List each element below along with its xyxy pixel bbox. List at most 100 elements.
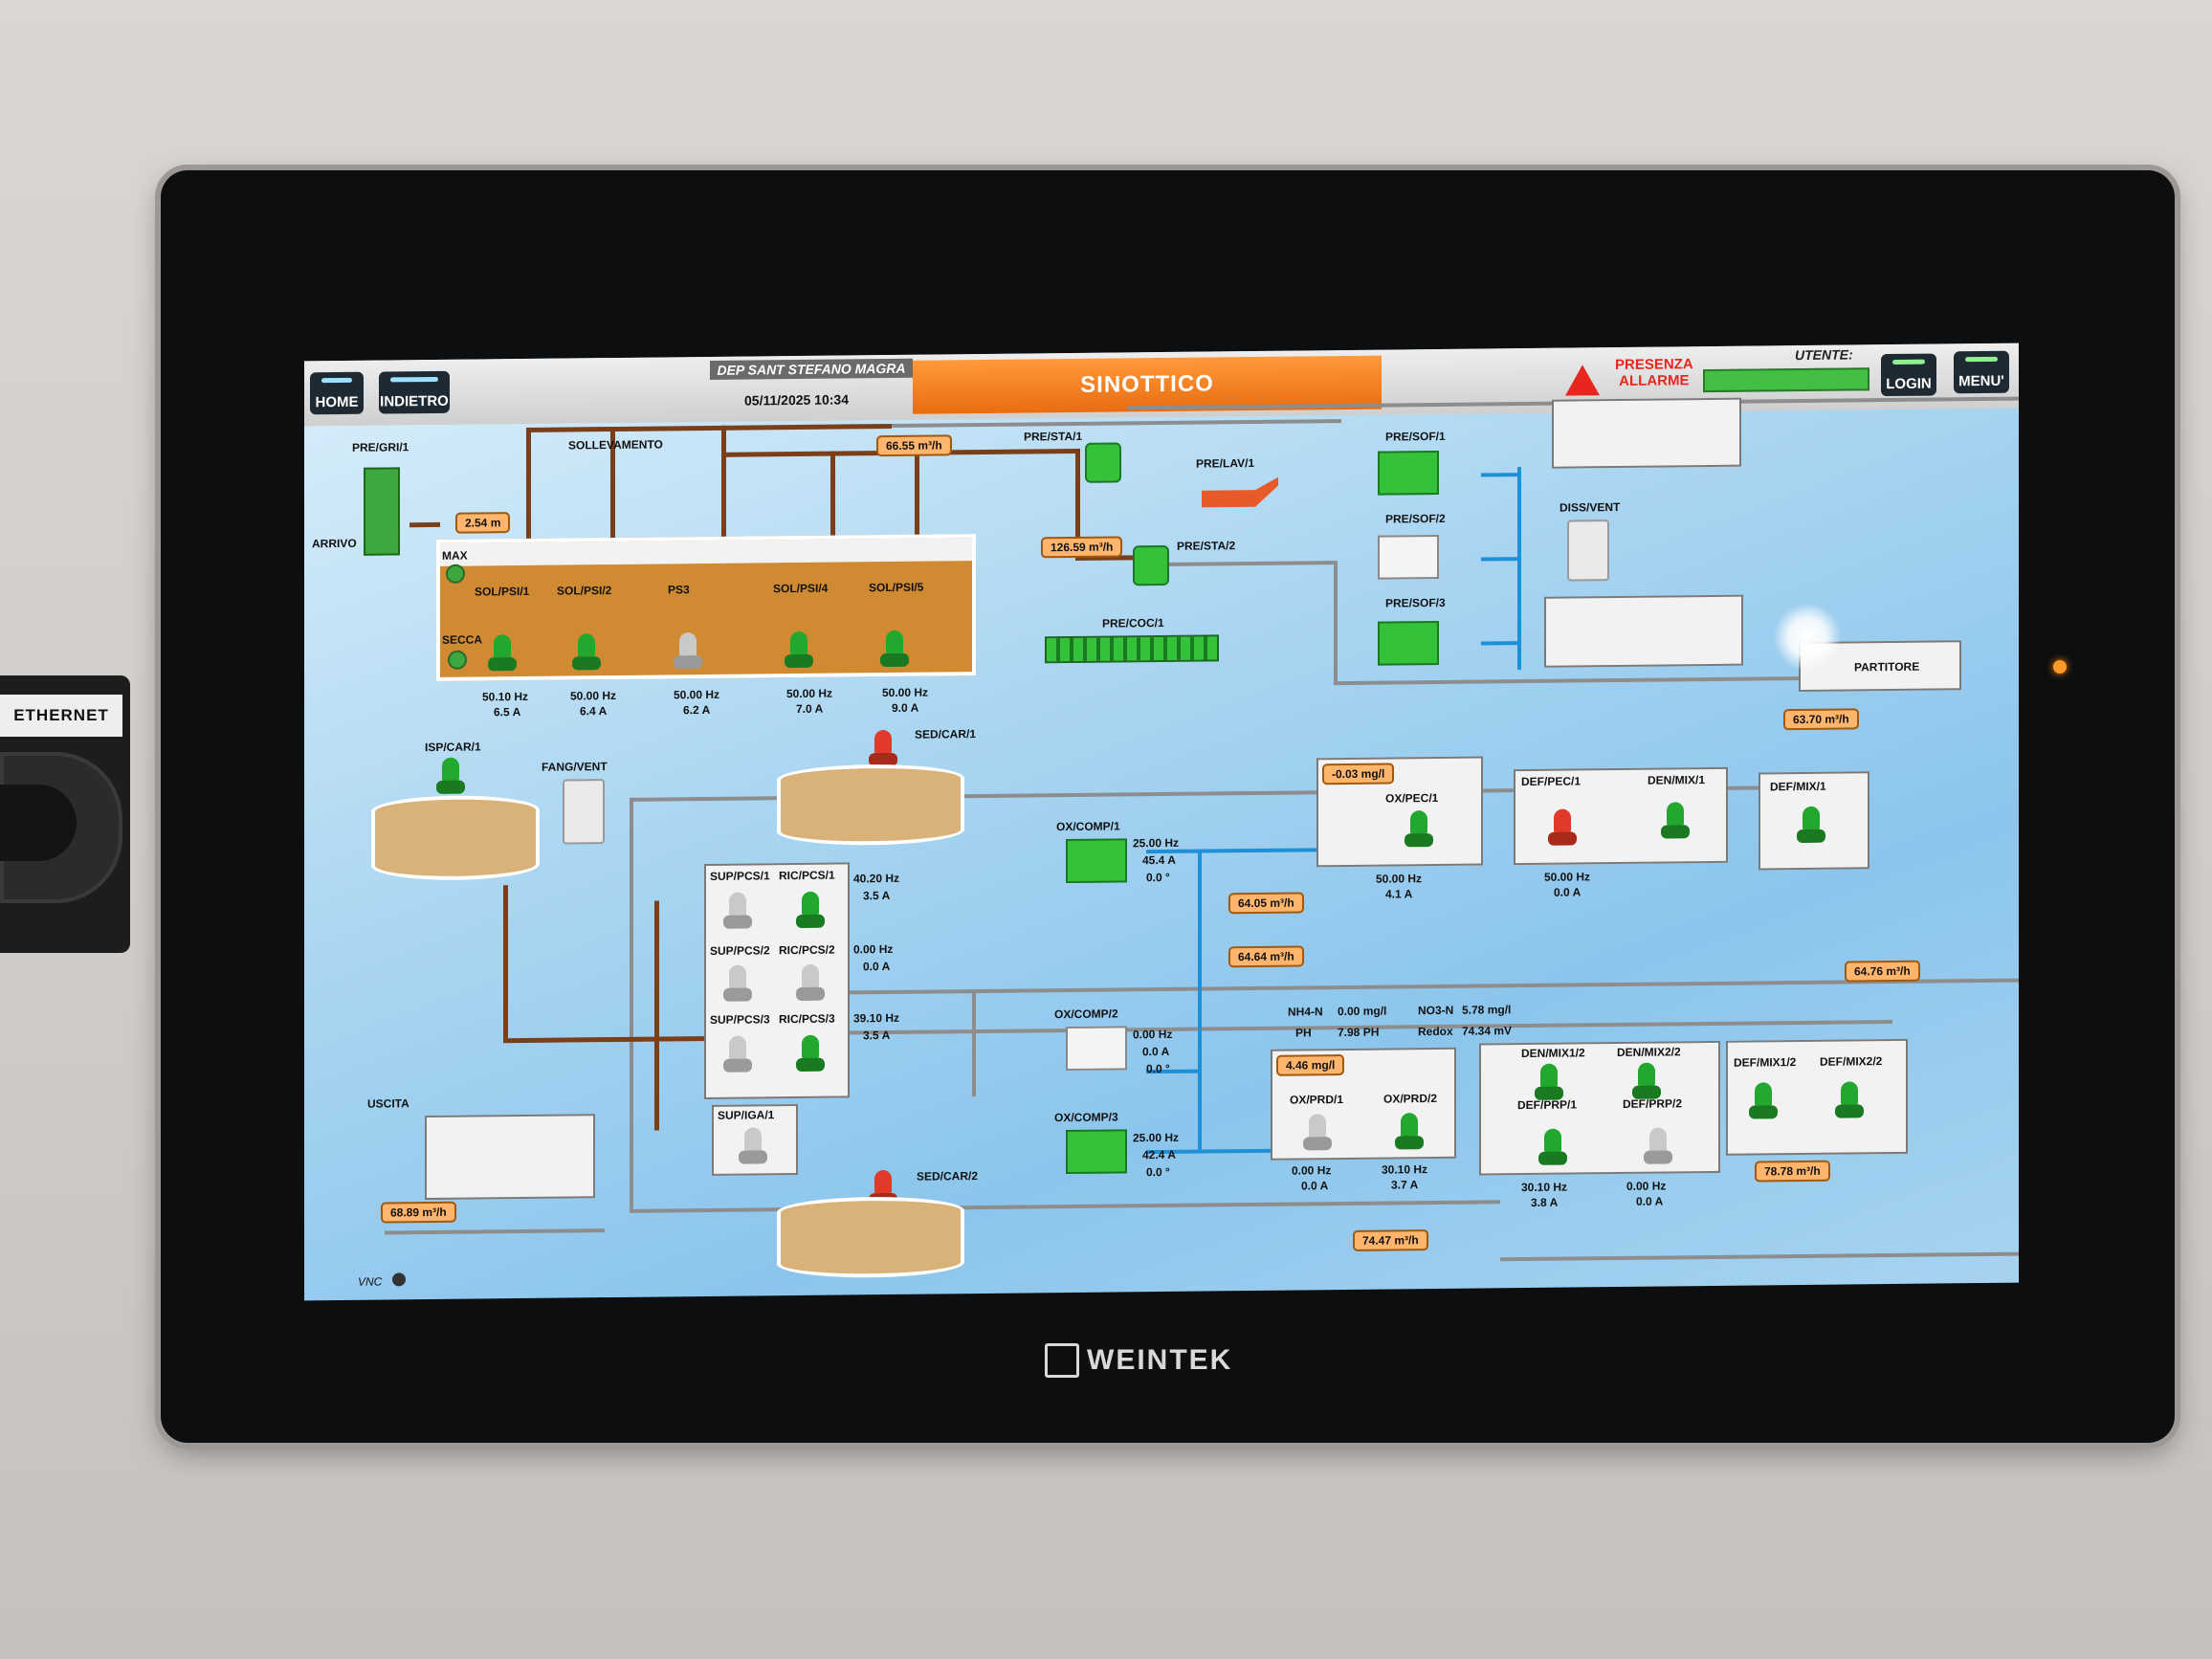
psi5-freq: 50.00 Hz: [882, 685, 929, 700]
pcs3-current: 3.5 A: [863, 1028, 891, 1043]
brand-name: WEINTEK: [1087, 1344, 1233, 1376]
defprp1-current: 3.8 A: [1531, 1195, 1559, 1209]
back-button[interactable]: INDIETRO: [379, 370, 450, 414]
pump-ox-prd-1[interactable]: [1303, 1114, 1332, 1152]
max-level-indicator: [446, 564, 465, 584]
alarm-status[interactable]: PRESENZA ALLARME: [1615, 356, 1693, 389]
blower-pre-sof-3[interactable]: [1378, 620, 1439, 666]
pcs3-freq: 39.10 Hz: [853, 1010, 900, 1026]
pump-sup-pcs-2[interactable]: [723, 964, 752, 1003]
screw-conveyor-pre-coc-1[interactable]: [1045, 634, 1219, 664]
compressor-ox-comp-2[interactable]: [1066, 1026, 1127, 1072]
tag-ox-comp-1: OX/COMP/1: [1056, 819, 1120, 834]
tag-pre-sta-1: PRE/STA/1: [1024, 429, 1083, 444]
tag-def-prp-1: DEF/PRP/1: [1517, 1097, 1578, 1113]
tag-ox-pec-1: OX/PEC/1: [1385, 790, 1439, 806]
tank-sed-1: [777, 763, 964, 847]
tag-sed-car-1: SED/CAR/1: [915, 727, 977, 741]
tag-max: MAX: [442, 548, 468, 563]
outlet-channel: [425, 1114, 595, 1201]
oxprd2-freq: 30.10 Hz: [1382, 1162, 1428, 1177]
dry-level-indicator: [448, 650, 467, 670]
tag-sol-psi-5: SOL/PSI/5: [869, 580, 924, 595]
oxygen-ox-prd: 4.46 mg/l: [1276, 1053, 1345, 1076]
flow-def-mix-2: 78.78 m³/h: [1755, 1160, 1830, 1183]
pump-def-prp-2[interactable]: [1644, 1127, 1672, 1165]
label-nh4: NH4-N: [1288, 1005, 1323, 1019]
pump-sup-iga-1[interactable]: [739, 1127, 767, 1165]
pump-def-prp-1[interactable]: [1538, 1129, 1567, 1167]
mixer-den-mix2-2[interactable]: [1632, 1063, 1661, 1101]
pcs1-freq: 40.20 Hz: [853, 871, 900, 886]
pump-sol-psi-2[interactable]: [572, 633, 601, 672]
ethernet-label: ETHERNET: [0, 695, 122, 737]
flow-outlet: 68.89 m³/h: [381, 1201, 456, 1224]
oxcomp1-freq: 25.00 Hz: [1133, 835, 1180, 851]
pump-ric-pcs-3[interactable]: [796, 1035, 825, 1073]
tag-ox-comp-2: OX/COMP/2: [1054, 1006, 1118, 1022]
tank-thickener: [371, 794, 540, 881]
pump-ric-pcs-2[interactable]: [796, 964, 825, 1003]
fan-diss-vent[interactable]: [1567, 520, 1609, 582]
blower-pre-sof-2[interactable]: [1378, 534, 1439, 580]
pump-sed-car-1[interactable]: [869, 730, 897, 768]
tag-ric-pcs-1: RIC/PCS/1: [779, 868, 835, 883]
mixer-def-mix2-2[interactable]: [1835, 1081, 1864, 1119]
pump-sol-psi-5[interactable]: [880, 630, 909, 669]
mixer-def-mix-1[interactable]: [1797, 807, 1825, 845]
alarm-line-2: ALLARME: [1619, 372, 1690, 389]
pump-sup-pcs-3[interactable]: [723, 1035, 752, 1073]
pump-sol-psi-4[interactable]: [785, 631, 813, 670]
screen-grid-icon[interactable]: [364, 467, 400, 556]
pump-ric-pcs-1[interactable]: [796, 892, 825, 930]
flow-ox-1: 64.05 m³/h: [1228, 892, 1304, 915]
oxcomp1-angle: 0.0 °: [1146, 870, 1170, 885]
pump-isp-car-1[interactable]: [436, 758, 465, 796]
pump-sup-pcs-1[interactable]: [723, 892, 752, 930]
grit-washer-pre-lav-1[interactable]: [1202, 477, 1278, 520]
tag-ox-prd-1: OX/PRD/1: [1290, 1093, 1344, 1107]
pcs1-current: 3.5 A: [863, 888, 891, 903]
login-button[interactable]: LOGIN: [1881, 353, 1936, 397]
alarm-warning-icon[interactable]: [1565, 365, 1600, 396]
psi2-freq: 50.00 Hz: [570, 688, 617, 703]
ps3-freq: 50.00 Hz: [674, 687, 720, 702]
power-led: [2053, 660, 2067, 674]
den-mix-2-box: [1479, 1040, 1720, 1176]
mixer-def-mix1-2[interactable]: [1749, 1082, 1778, 1120]
alarm-line-1: PRESENZA: [1615, 356, 1693, 374]
oxprd1-freq: 0.00 Hz: [1292, 1163, 1332, 1178]
mixer-den-mix1-2[interactable]: [1535, 1064, 1563, 1102]
pump-ps3[interactable]: [674, 632, 702, 671]
tag-pre-sta-2: PRE/STA/2: [1177, 539, 1236, 553]
menu-button[interactable]: MENU': [1954, 350, 2009, 394]
home-button[interactable]: HOME: [310, 371, 364, 415]
pump-ox-prd-2[interactable]: [1395, 1113, 1424, 1151]
pipe: [630, 797, 633, 1209]
date-time: 05/11/2025 10:34: [744, 391, 849, 409]
mixer-den-mix-1[interactable]: [1661, 802, 1690, 840]
pipe: [972, 989, 976, 1097]
psi1-current: 6.5 A: [494, 705, 521, 719]
psi4-freq: 50.00 Hz: [786, 686, 833, 701]
compressor-ox-comp-3[interactable]: [1066, 1129, 1127, 1175]
oxcomp3-angle: 0.0 °: [1146, 1164, 1170, 1180]
sieve-pre-sta-2[interactable]: [1133, 544, 1169, 586]
tag-partitore: PARTITORE: [1854, 659, 1920, 675]
oxcomp2-freq: 0.00 Hz: [1133, 1027, 1173, 1042]
flow-pretreatment: 126.59 m³/h: [1041, 536, 1123, 559]
sieve-pre-sta-1[interactable]: [1085, 442, 1121, 483]
pipe: [1334, 561, 1338, 682]
blower-pre-sof-1[interactable]: [1378, 450, 1439, 496]
compressor-ox-comp-1[interactable]: [1066, 838, 1127, 884]
flow-ox-prd: 74.47 m³/h: [1353, 1229, 1428, 1251]
pipe: [892, 419, 1341, 428]
ethernet-port-socket: [0, 785, 77, 861]
pump-def-pec-1[interactable]: [1548, 808, 1577, 847]
pump-ox-pec-1[interactable]: [1405, 810, 1433, 849]
fan-fang-vent[interactable]: [563, 779, 605, 845]
oxpec-freq: 50.00 Hz: [1376, 872, 1423, 886]
brand-logo-icon: [1045, 1343, 1079, 1378]
psi5-current: 9.0 A: [892, 700, 919, 715]
pump-sol-psi-1[interactable]: [488, 634, 517, 673]
